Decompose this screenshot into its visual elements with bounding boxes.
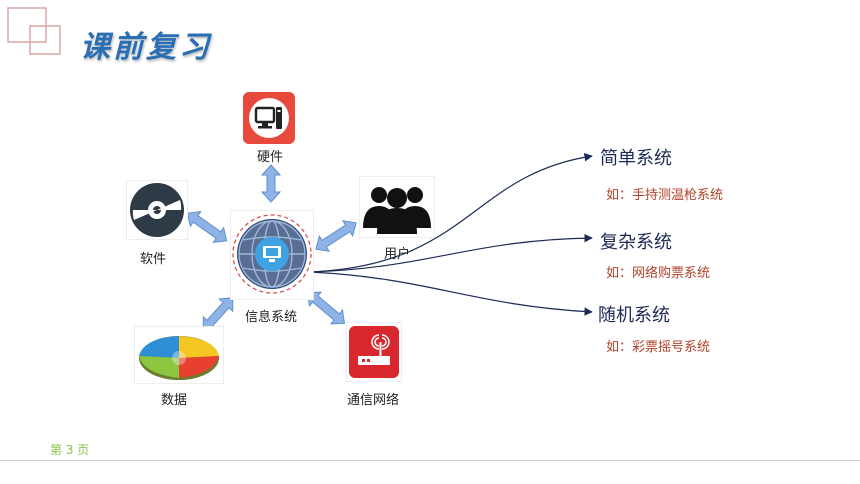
users-label: 用户 (384, 247, 411, 262)
system-simple-example: 如：手持测温枪系统 (606, 188, 724, 203)
hardware-label: 硬件 (257, 150, 284, 165)
users-icon (359, 176, 435, 238)
page-number: 第 3 页 (50, 443, 90, 457)
data-icon (134, 326, 224, 384)
arrow-users (315, 220, 357, 252)
system-random-example: 如：彩票摇号系统 (606, 340, 711, 355)
system-simple-title: 简单系统 (600, 148, 672, 169)
footer-divider (0, 460, 860, 461)
information-system-icon (230, 210, 314, 300)
curve-complex (309, 233, 593, 273)
network-label: 通信网络 (347, 393, 400, 408)
information-system-label: 信息系统 (245, 310, 298, 325)
page-title: 课前复习 (80, 30, 212, 65)
software-icon (126, 180, 188, 240)
data-label: 数据 (161, 393, 188, 408)
corner-decoration (7, 7, 61, 55)
arrow-software (186, 210, 228, 244)
curve-random (309, 271, 593, 316)
hardware-icon (243, 92, 295, 144)
system-complex-title: 复杂系统 (600, 232, 672, 253)
system-complex-example: 如：网络购票系统 (606, 266, 711, 281)
arrow-network (307, 291, 345, 325)
curve-simple (309, 153, 593, 273)
system-random-title: 随机系统 (598, 305, 670, 326)
software-label: 软件 (140, 252, 167, 267)
arrow-hardware (260, 164, 282, 203)
network-router-icon (346, 322, 402, 382)
